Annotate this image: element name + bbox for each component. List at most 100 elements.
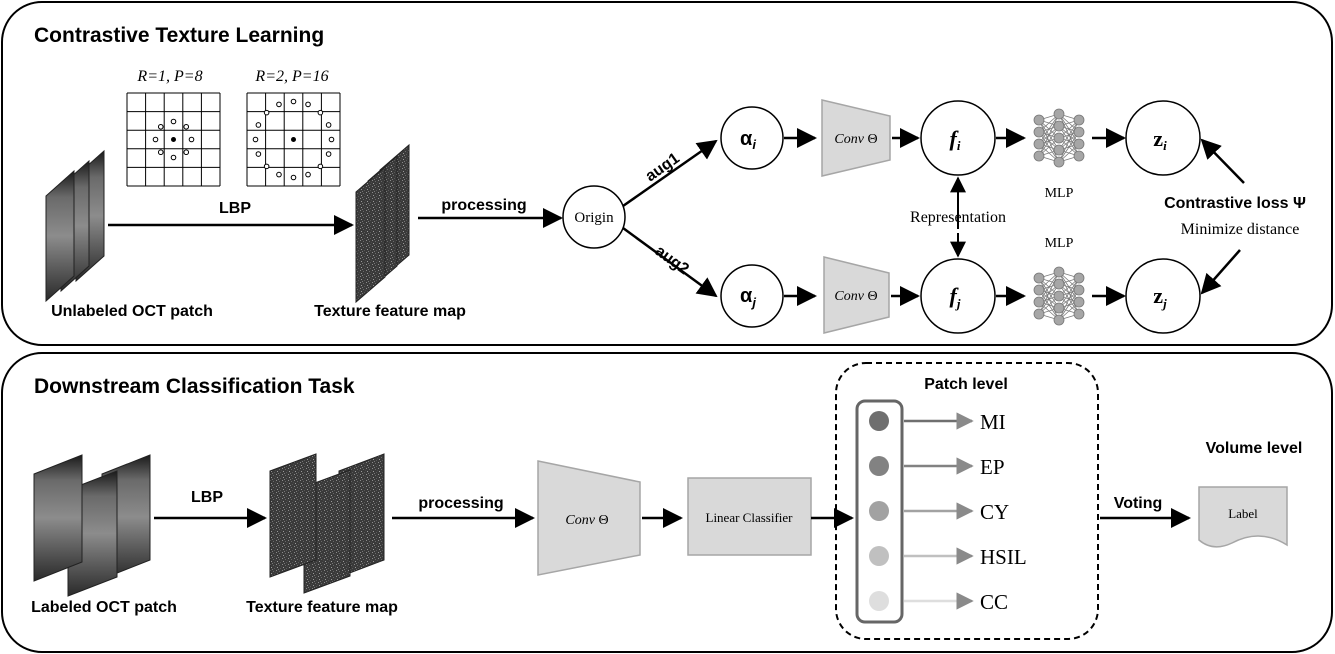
lbp-neighbor-point (183, 149, 190, 156)
mlp-neuron (1033, 150, 1045, 162)
mlp-neuron (1073, 296, 1085, 308)
representation-label: Representation (910, 209, 1006, 226)
origin-label: Origin (574, 210, 614, 226)
mlp-neuron (1053, 120, 1065, 132)
mlp-neuron (1053, 132, 1065, 144)
lbp-center-point (291, 137, 296, 142)
contrastive-loss-label: Contrastive loss Ψ (1164, 195, 1306, 212)
lbp-grid-r1-p8 (126, 92, 221, 187)
linear-classifier-label: Linear Classifier (706, 510, 794, 525)
lbp-neighbor-point (276, 101, 282, 108)
mlp-neuron (1053, 266, 1065, 278)
mlp-neuron (1073, 308, 1085, 320)
contrastive-panel-frame (1, 1, 1333, 346)
linear-classifier-box (687, 477, 812, 556)
aug1-label: aug1 (643, 150, 683, 185)
mlp-neuron (1053, 278, 1065, 290)
mlp-neuron (1073, 114, 1085, 126)
class-node (869, 591, 889, 611)
lbp-neighbor-point (152, 136, 159, 143)
volume-level-label: Volume level (1206, 440, 1303, 457)
z-i-node (1125, 100, 1201, 176)
f-i-node (920, 100, 996, 176)
alpha-i-label: αi (740, 128, 756, 152)
mlp-neuron (1033, 272, 1045, 284)
lbp-neighbor-point (157, 123, 164, 130)
lbp-neighbor-point (305, 101, 311, 108)
lbp-label-top: LBP (219, 200, 251, 217)
output-label-text: Label (1228, 506, 1258, 521)
downstream-panel-frame (1, 352, 1333, 653)
lbp-neighbor-point (305, 171, 311, 178)
aug2-arrow (622, 226, 718, 298)
lbp-neighbor-point (252, 136, 259, 143)
class-label: CY (980, 500, 1009, 524)
class-label: CC (980, 590, 1008, 614)
class-node (869, 546, 889, 566)
conv-encoder-top-j (823, 256, 890, 334)
mlp-label-top: MLP (1045, 186, 1074, 201)
unlabeled-oct-stack (45, 149, 105, 303)
lbp-neighbor-point (290, 98, 297, 105)
loss-to-zi-arrow (1200, 138, 1245, 184)
texture-map-label-top: Texture feature map (314, 303, 466, 320)
downstream-panel-title: Downstream Classification Task (34, 375, 355, 398)
lbp-neighbor-point (290, 174, 297, 181)
mlp-neuron (1053, 156, 1065, 168)
lbp-param-1: R=1, P=8 (136, 68, 202, 85)
texture-map-stack-bottom (269, 453, 385, 594)
class-node (869, 501, 889, 521)
lbp-neighbor-point (263, 163, 270, 170)
lbp-neighbor-point (255, 122, 262, 128)
lbp-neighbor-point (263, 109, 270, 116)
conv-label-top-j: Conv Θ (834, 289, 877, 304)
mlp-neuron (1033, 114, 1045, 126)
conv-encoder-bottom (537, 460, 641, 576)
mlp-neuron (1033, 126, 1045, 138)
mlp-neuron (1073, 126, 1085, 138)
mlp-neuron (1033, 138, 1045, 150)
loss-to-zj-arrow (1200, 249, 1241, 295)
lbp-neighbor-point (276, 171, 282, 178)
alpha-i-node (720, 106, 784, 170)
alpha-j-node (720, 264, 784, 328)
aug1-arrow (622, 139, 718, 208)
contrastive-panel-title: Contrastive Texture Learning (34, 24, 324, 47)
conv-encoder-top-i (821, 99, 891, 177)
conv-label-bottom: Conv Θ (565, 513, 608, 528)
z-j-label: zj (1153, 283, 1167, 311)
alpha-j-label: αj (740, 285, 756, 310)
mlp-neuron (1053, 290, 1065, 302)
mlp-neuron (1053, 314, 1065, 326)
class-label: HSIL (980, 545, 1027, 569)
mlp-neuron (1033, 284, 1045, 296)
lbp-neighbor-point (170, 118, 177, 125)
mlp-neuron (1053, 144, 1065, 156)
class-node (869, 456, 889, 476)
conv-label-top-i: Conv Θ (834, 132, 877, 147)
lbp-neighbor-point (328, 136, 335, 143)
voting-label: Voting (1114, 495, 1163, 512)
processing-label-top: processing (441, 197, 526, 214)
lbp-neighbor-point (317, 109, 324, 116)
mlp-label-bottom: MLP (1045, 236, 1074, 251)
lbp-neighbor-point (255, 151, 262, 157)
minimize-distance-label: Minimize distance (1181, 221, 1300, 238)
mlp-neuron (1033, 296, 1045, 308)
z-i-label: zi (1153, 126, 1167, 153)
labeled-oct-label: Labeled OCT patch (31, 599, 177, 616)
mlp-neuron (1033, 308, 1045, 320)
f-j-label: fj (950, 283, 961, 311)
lbp-param-2: R=2, P=16 (254, 68, 328, 85)
lbp-label-bottom: LBP (191, 489, 223, 506)
mlp-neuron (1073, 150, 1085, 162)
lbp-center-point (171, 137, 176, 142)
patch-level-box (835, 362, 1099, 640)
class-label: EP (980, 455, 1005, 479)
lbp-neighbor-point (325, 122, 332, 128)
lbp-neighbor-point (157, 149, 164, 156)
mlp-neuron (1053, 302, 1065, 314)
lbp-neighbor-point (188, 136, 195, 143)
mlp-neuron (1073, 138, 1085, 150)
